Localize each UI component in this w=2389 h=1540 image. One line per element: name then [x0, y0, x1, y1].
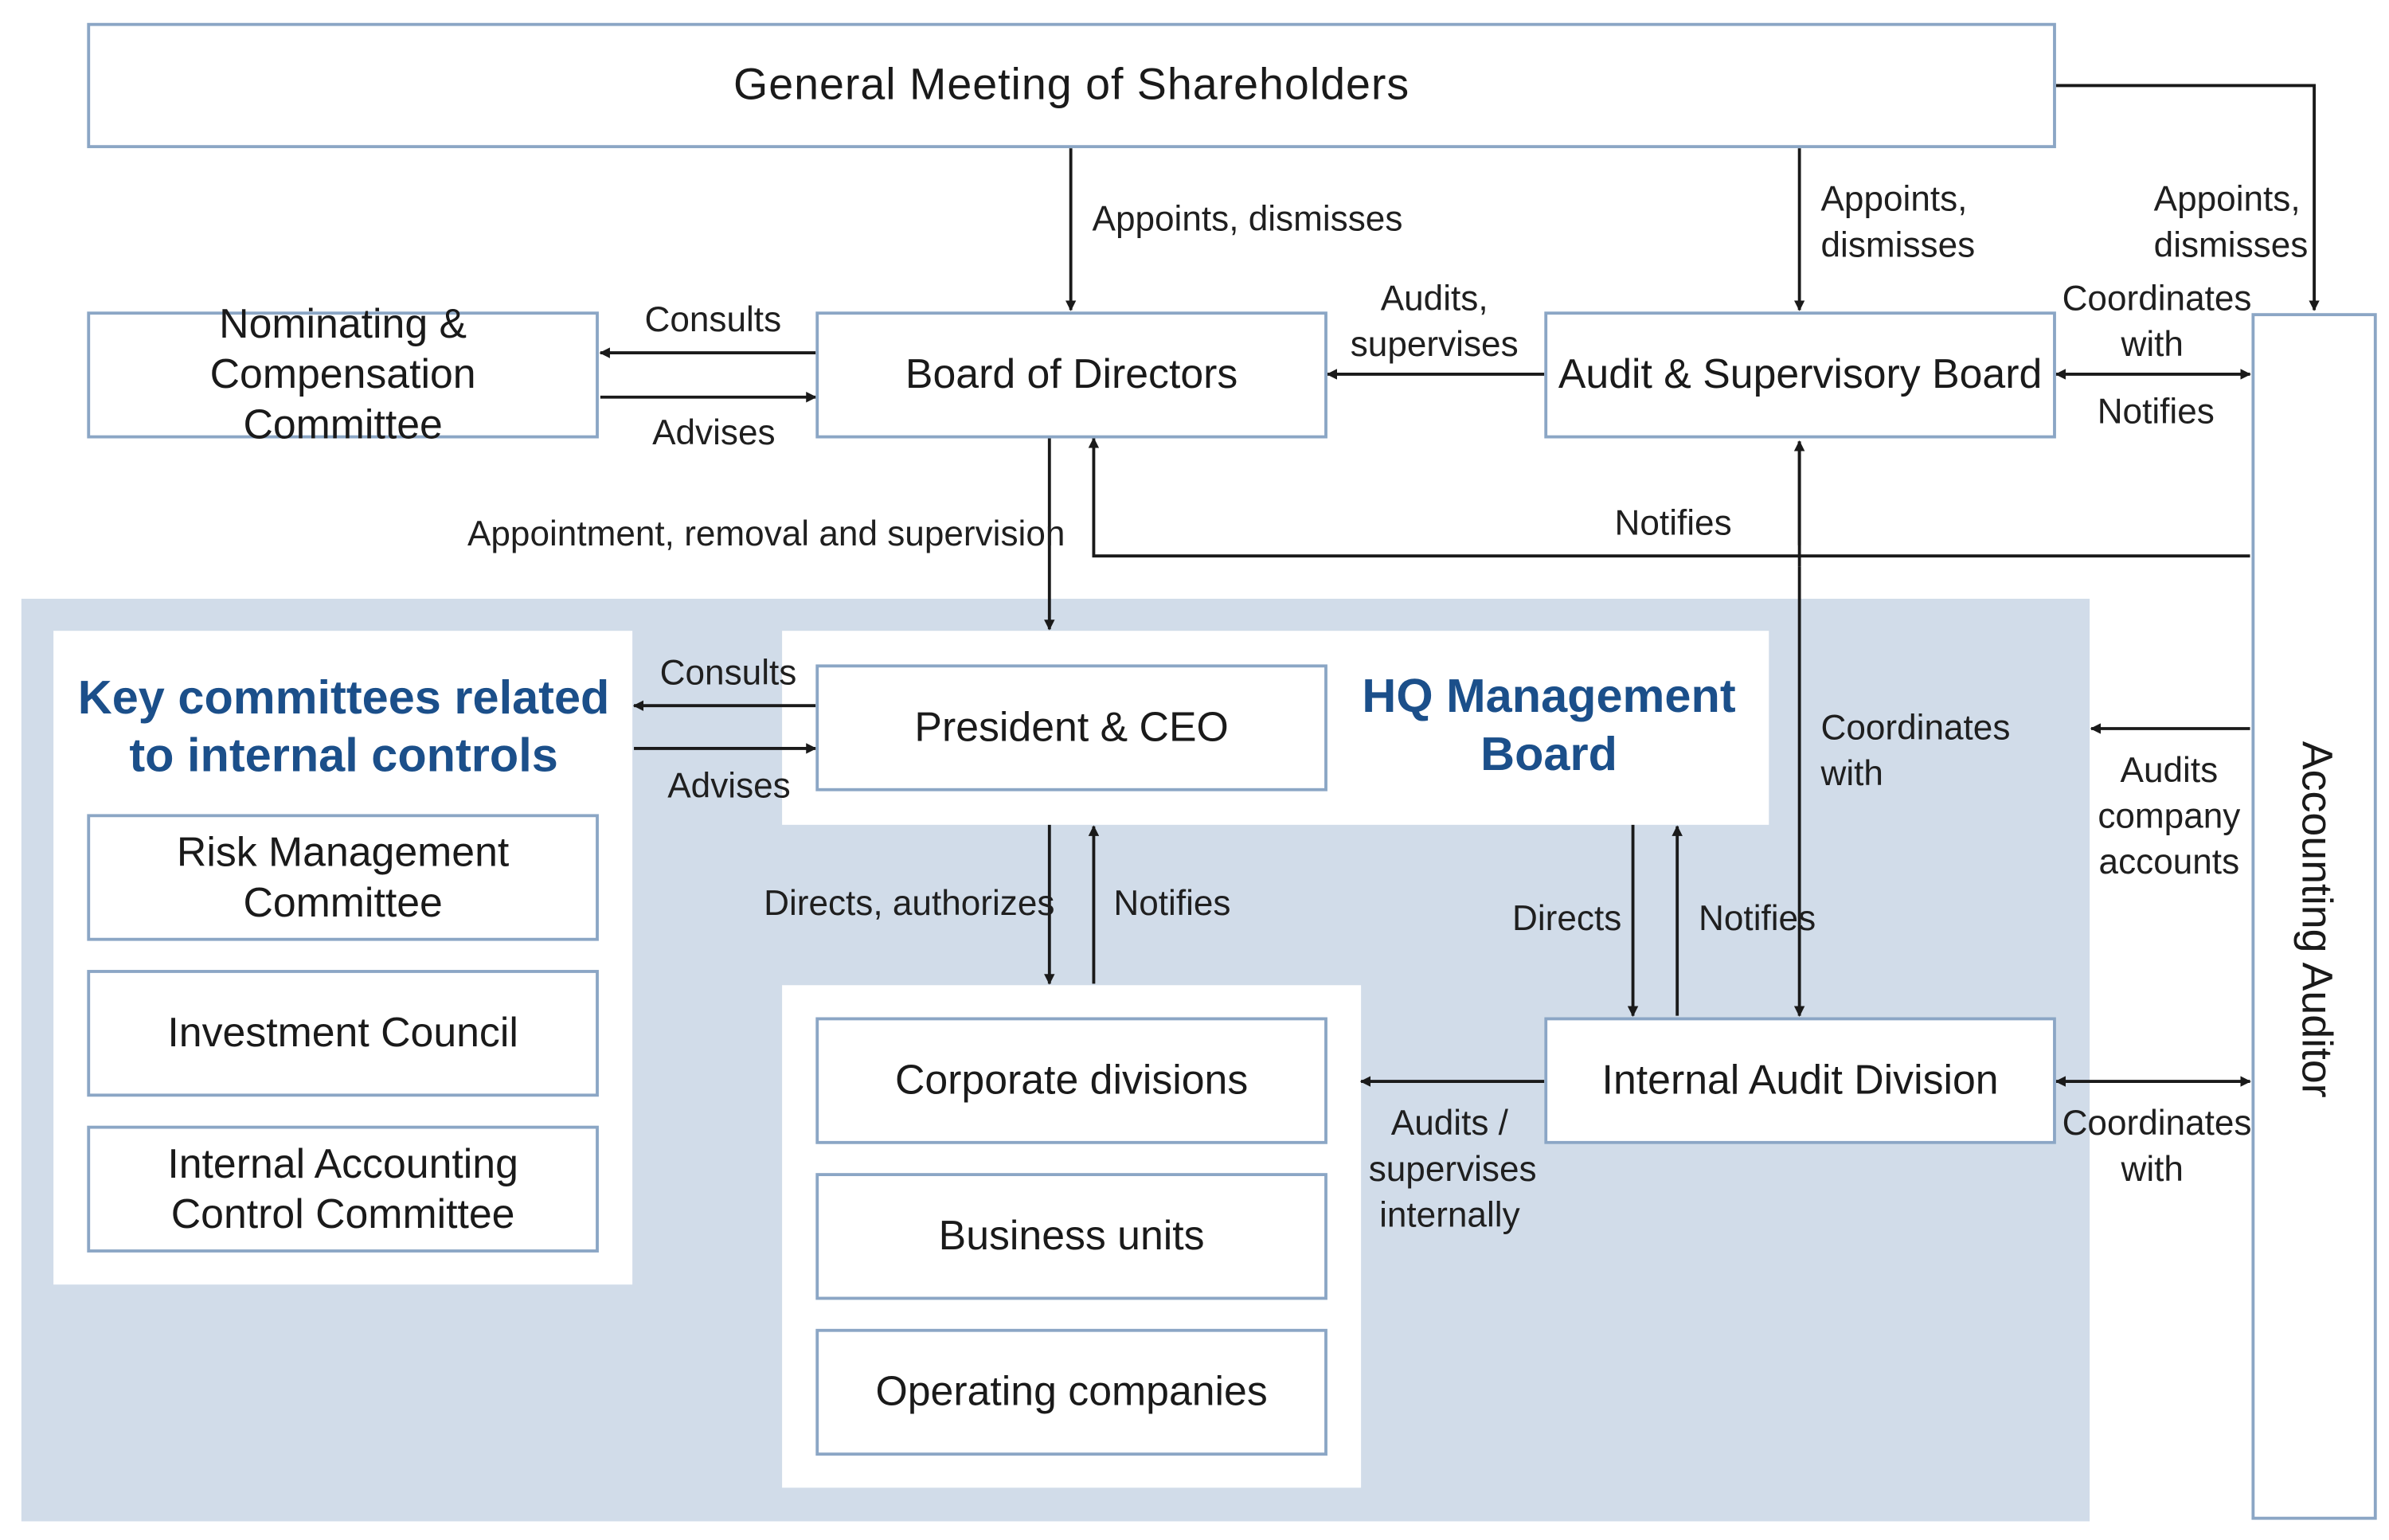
- risk-management-committee-box: Risk Management Committee: [87, 814, 599, 941]
- internal-accounting-control-box: Internal Accounting Control Committee: [87, 1125, 599, 1253]
- risk-management-committee-label: Risk Management Committee: [176, 828, 510, 925]
- investment-council-box: Investment Council: [87, 970, 599, 1097]
- investment-council-label: Investment Council: [167, 1009, 518, 1056]
- shareholders-label: General Meeting of Shareholders: [733, 60, 1410, 110]
- internal-audit-division-box: Internal Audit Division: [1544, 1017, 2056, 1144]
- business-units-box: Business units: [815, 1173, 1327, 1300]
- advises-president-label: Advises: [667, 765, 791, 805]
- consults-committees-label: Consults: [659, 652, 797, 692]
- shareholders-box: General Meeting of Shareholders: [87, 22, 2056, 149]
- president-ceo-box: President & CEO: [815, 664, 1327, 791]
- internal-accounting-control-label: Internal Accounting Control Committee: [167, 1139, 518, 1237]
- audits-company-accounts-label: Audits company accounts: [2098, 749, 2241, 881]
- directs-label: Directs: [1512, 897, 1622, 938]
- appoints-auditor-label: Appoints, dismisses: [2153, 178, 2309, 264]
- coordinates-top-label: Coordinates with: [2062, 278, 2252, 364]
- president-ceo-label: President & CEO: [914, 704, 1229, 750]
- notifies-board-label: Notifies: [1614, 502, 1732, 542]
- appoints-audit-board-label: Appoints, dismisses: [1820, 178, 1976, 264]
- nominating-committee-box: Nominating & Compensation Committee: [87, 301, 599, 448]
- business-units-label: Business units: [938, 1213, 1205, 1259]
- notifies-president-label: Notifies: [1113, 882, 1231, 923]
- board-of-directors-label: Board of Directors: [905, 351, 1238, 397]
- operating-companies-label: Operating companies: [875, 1368, 1268, 1415]
- audit-supervisory-board-label: Audit & Supervisory Board: [1558, 351, 2043, 397]
- consults-nominating-label: Consults: [644, 299, 782, 339]
- internal-audit-division-label: Internal Audit Division: [1601, 1057, 1999, 1103]
- notifies-audit-board-label: Notifies: [2097, 391, 2215, 431]
- coordinates-mid-label: Coordinates with: [1820, 707, 2011, 793]
- arrow-auditor-notifies-board: [1088, 437, 2250, 558]
- accounting-auditor-box: Accounting Auditor: [2251, 313, 2377, 1520]
- coordinates-bottom-label: Coordinates with: [2062, 1102, 2252, 1189]
- key-committees-heading: Key committees related to internal contr…: [77, 670, 610, 783]
- directs-authorizes-label: Directs, authorizes: [764, 882, 1055, 923]
- operating-companies-box: Operating companies: [815, 1328, 1327, 1456]
- appoints-board-label: Appoints, dismisses: [1092, 198, 1403, 239]
- corporate-divisions-label: Corporate divisions: [894, 1057, 1249, 1103]
- audits-supervises-label: Audits, supervises: [1350, 278, 1519, 364]
- audit-supervisory-board-box: Audit & Supervisory Board: [1544, 311, 2056, 439]
- board-of-directors-box: Board of Directors: [815, 311, 1327, 439]
- nominating-committee-label: Nominating & Compensation Committee: [209, 300, 476, 448]
- notifies-hq-label: Notifies: [1699, 897, 1816, 938]
- arrow-shareholders-to-accounting-auditor: [2054, 84, 2320, 311]
- accounting-auditor-label: Accounting Auditor: [2293, 741, 2341, 1098]
- audits-supervises-internally-label: Audits / supervises internally: [1368, 1102, 1537, 1234]
- advises-board-label: Advises: [652, 412, 776, 452]
- appointment-removal-label: Appointment, removal and supervision: [467, 513, 1065, 553]
- hq-management-board-heading: HQ Management Board: [1362, 669, 1736, 781]
- corporate-divisions-box: Corporate divisions: [815, 1017, 1327, 1144]
